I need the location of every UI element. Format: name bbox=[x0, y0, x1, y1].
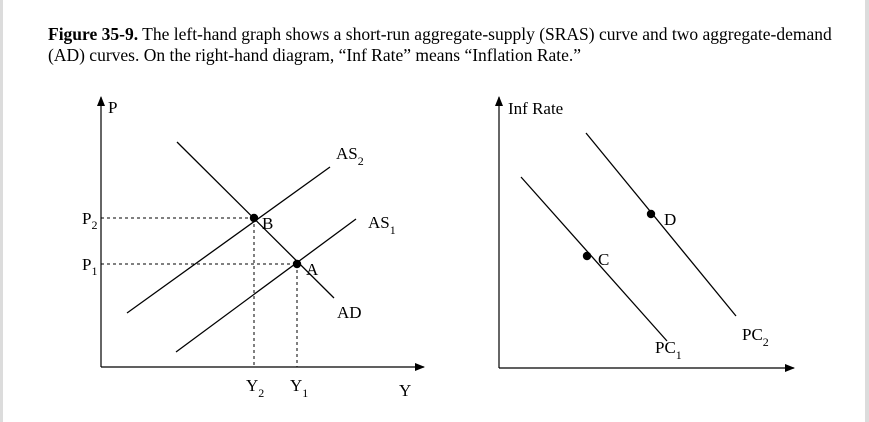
pc1-label: PC1 bbox=[655, 338, 682, 362]
left-graph: P Y AS2 AS1 AD B A P2 P1 Y2 bbox=[82, 96, 425, 400]
as2-label: AS2 bbox=[336, 144, 364, 168]
right-y-axis-label: Inf Rate bbox=[508, 99, 563, 118]
right-edge-strip bbox=[865, 0, 869, 422]
point-c-marker bbox=[582, 251, 592, 261]
as2-curve bbox=[126, 166, 331, 314]
p1-tick-label: P1 bbox=[82, 255, 97, 278]
pc2-curve bbox=[585, 132, 737, 317]
point-a-label: A bbox=[306, 260, 319, 279]
figure-caption: Figure 35-9. The left-hand graph shows a… bbox=[48, 24, 838, 66]
pc1-curve bbox=[520, 176, 668, 342]
pc2-label: PC2 bbox=[742, 325, 769, 349]
point-d-marker bbox=[646, 209, 656, 219]
point-b-marker bbox=[249, 213, 259, 223]
point-d-label: D bbox=[664, 210, 676, 229]
left-y-axis-label: P bbox=[108, 98, 117, 117]
p2-tick-label: P2 bbox=[82, 209, 97, 232]
caption-text: The left-hand graph shows a short-run ag… bbox=[48, 24, 832, 65]
y1-tick-label: Y1 bbox=[290, 376, 308, 400]
point-b-label: B bbox=[262, 214, 273, 233]
ad-label: AD bbox=[337, 303, 362, 322]
y2-tick-label: Y2 bbox=[246, 376, 264, 400]
point-c-label: C bbox=[598, 250, 609, 269]
point-a-marker bbox=[292, 259, 302, 269]
as1-label: AS1 bbox=[368, 213, 396, 237]
right-graph: Inf Rate C D PC1 PC2 bbox=[495, 96, 795, 372]
figure-label: Figure 35-9. bbox=[48, 24, 139, 44]
as1-curve bbox=[175, 218, 357, 353]
left-x-axis-label: Y bbox=[399, 381, 411, 400]
left-edge-strip bbox=[0, 0, 3, 422]
